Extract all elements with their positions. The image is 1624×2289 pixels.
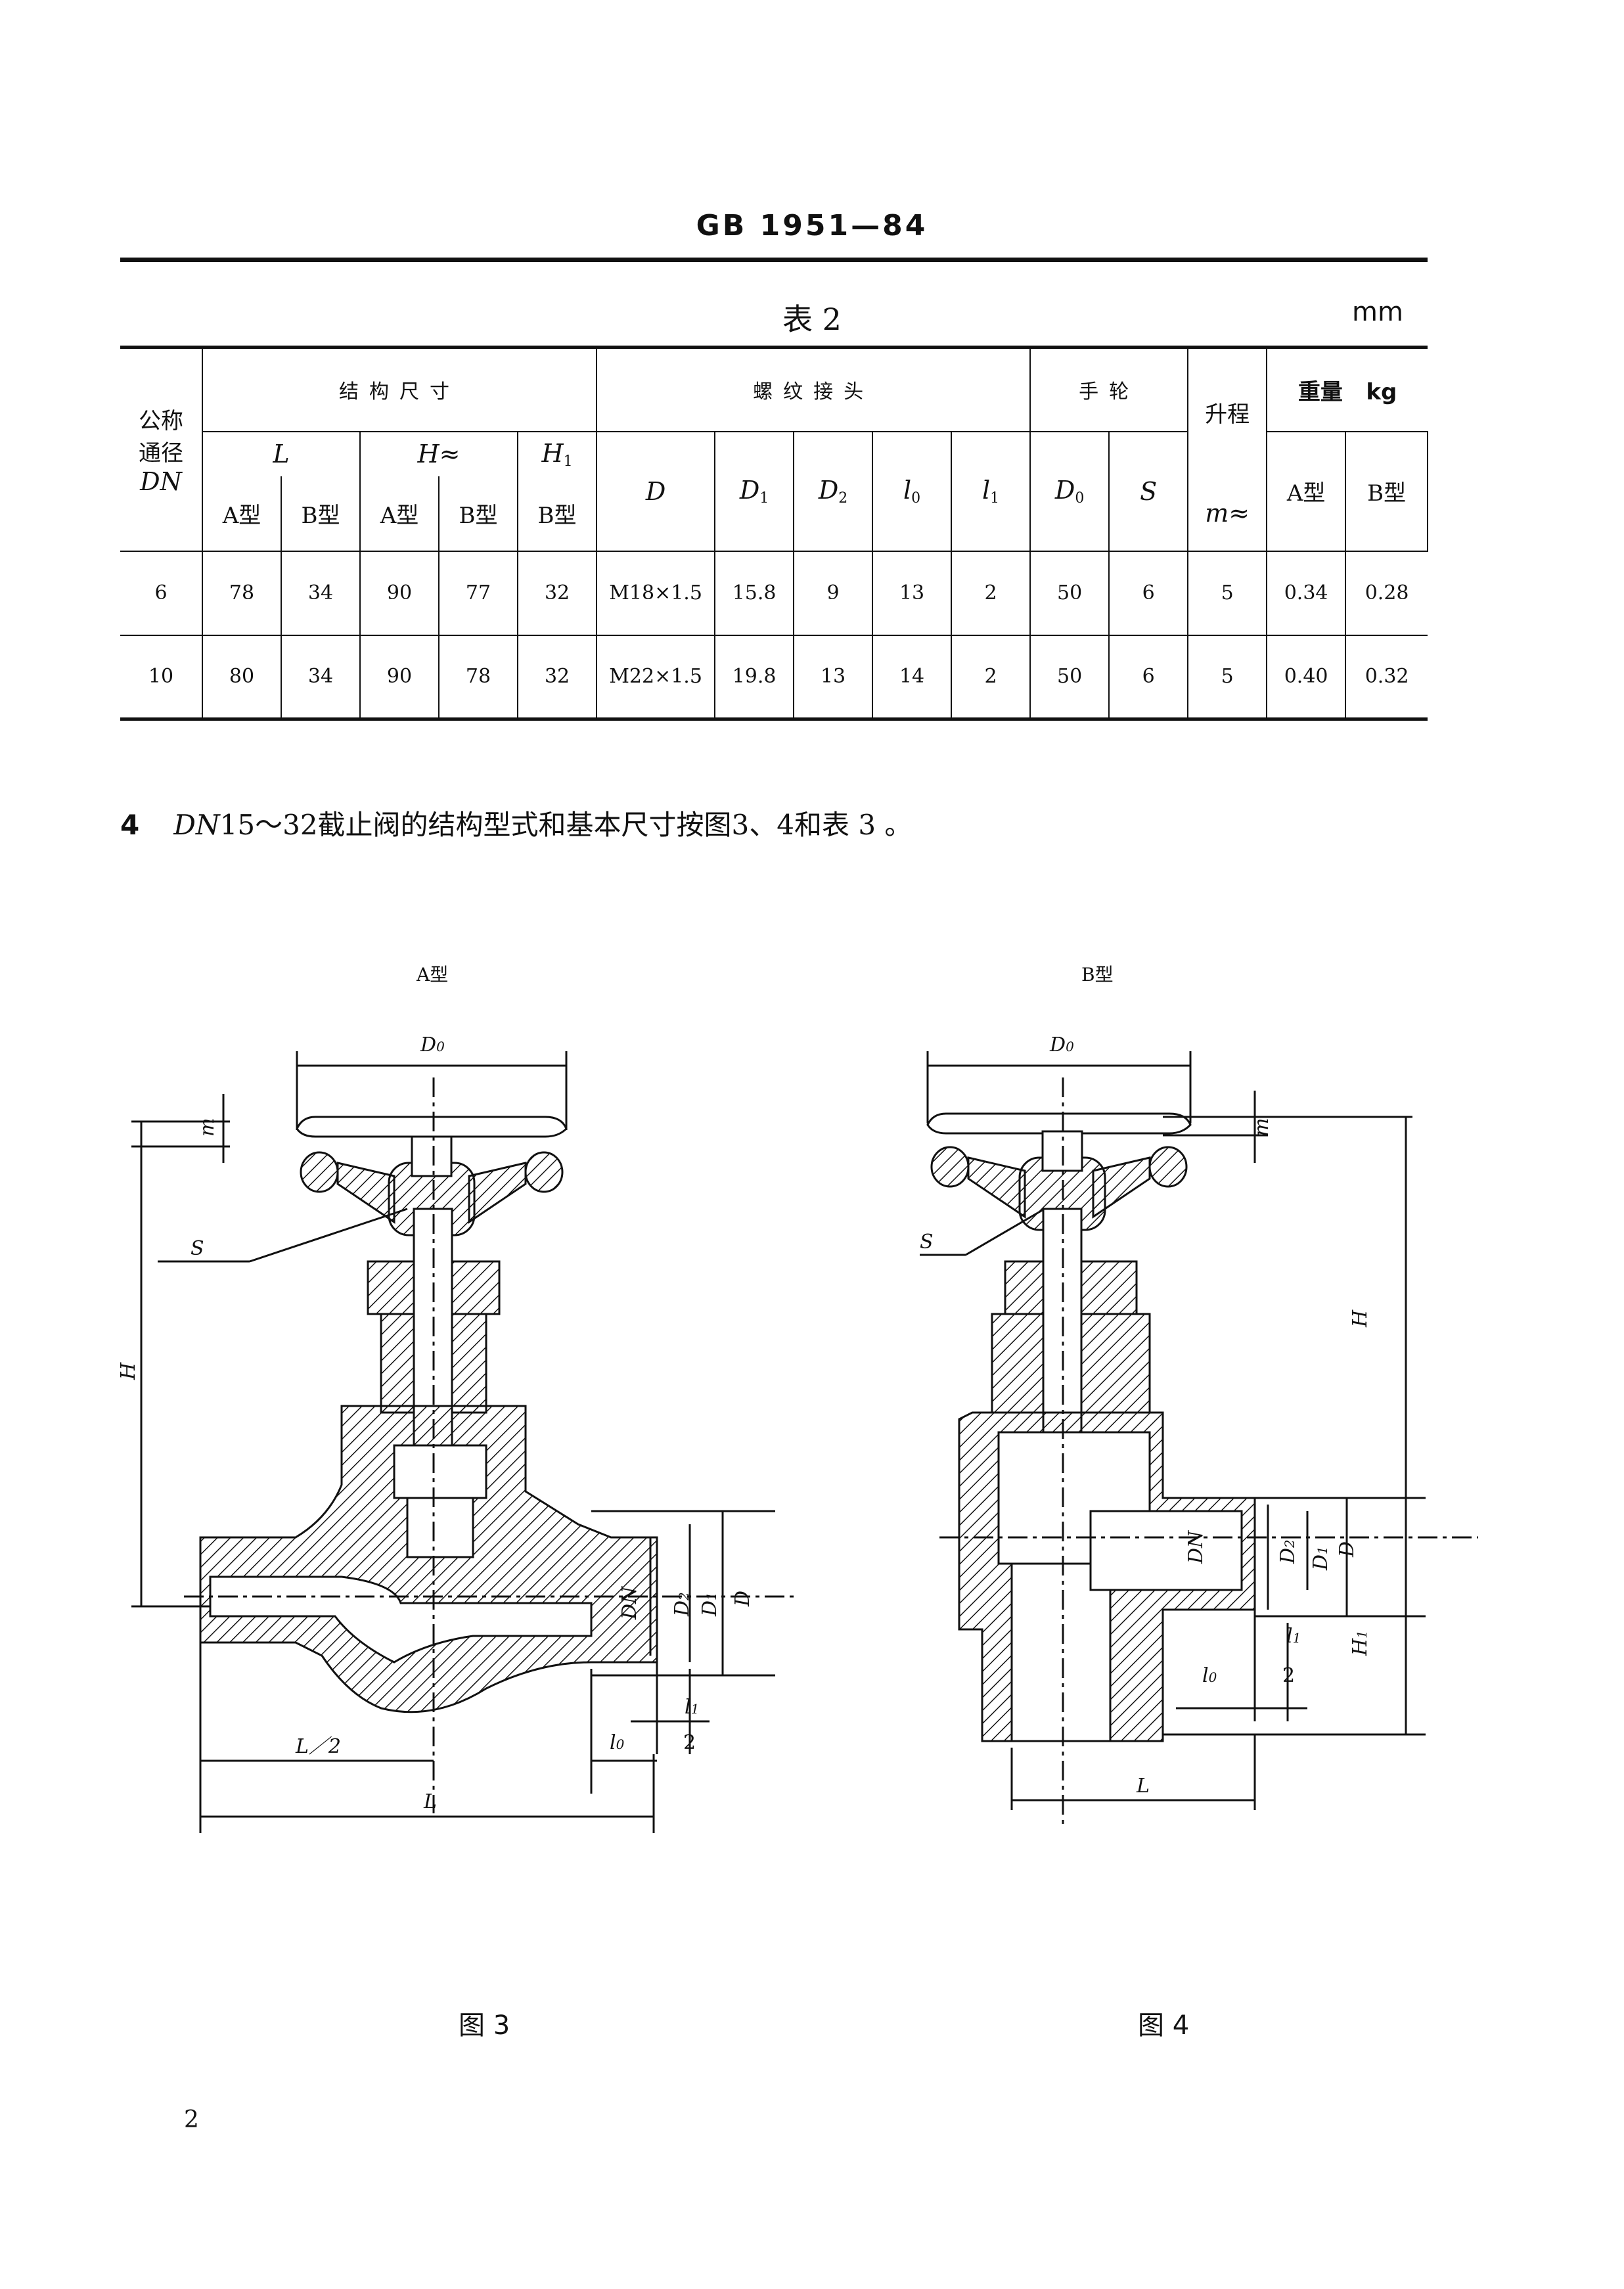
header-thread: 螺纹接头 [596,346,1031,432]
label-two: 2 [683,1731,696,1754]
header-L: L [202,430,361,476]
label-DN: DN [1184,1530,1207,1564]
label-l0: l0 [610,1731,625,1754]
label-S: S [191,1237,204,1260]
label-D: D [1336,1541,1359,1558]
header-D1: D1 [714,430,795,552]
label-H: H [1349,1309,1372,1328]
header-handwheel: 手轮 [1029,346,1189,432]
header-weight-B: B型 [1345,430,1429,552]
header-lift: 升程 [1187,346,1268,476]
label-D1: D1 [1309,1546,1332,1571]
label-L: L [423,1790,437,1813]
label-Lhalf: L／2 [295,1735,341,1758]
header-H-A: A型 [359,476,440,552]
header-S: S [1108,430,1189,552]
label-m: m [196,1118,219,1137]
header-l1: l1 [951,430,1031,552]
spec-table: 公称 通径 DN 结构尺寸 螺纹接头 手轮 升程 重量 kg L H≈ H1 D… [120,346,1429,721]
header-D2: D2 [793,430,874,552]
label-l1: l1 [1286,1625,1301,1648]
header-H: H≈ [359,430,518,476]
figure3-drawing: D0 m S H DN D2 D1 D l1 l0 2 L／2 L [118,1033,795,1833]
header-nominal: 公称 通径 DN [120,346,203,552]
table-unit: mm [1352,297,1403,327]
label-L: L [1136,1775,1150,1798]
header-H1-B: B型 [516,476,598,552]
label-l1: l1 [685,1696,699,1719]
page-number: 2 [184,2106,199,2133]
header-L-A: A型 [202,476,282,552]
header-rule [120,258,1428,262]
label-D2: D2 [671,1592,694,1617]
figure3-caption: 图 3 [459,2010,510,2041]
header-L-B: B型 [281,476,361,552]
header-H-B: B型 [438,476,518,552]
header-structure: 结构尺寸 [201,346,598,432]
header-D0: D0 [1029,430,1110,552]
label-D1: D1 [698,1592,721,1617]
figure4-caption: 图 4 [1138,2010,1190,2041]
header-weight: 重量 kg [1266,346,1428,432]
label-D: D [731,1591,754,1607]
header-m: m≈ [1187,476,1268,552]
label-m: m [1250,1118,1273,1137]
label-H: H [118,1362,140,1380]
label-l0: l0 [1202,1664,1217,1687]
header-weight-A: A型 [1266,430,1346,552]
label-H1: H1 [1349,1630,1372,1656]
label-S: S [920,1231,934,1254]
label-two: 2 [1282,1664,1295,1687]
label-D2: D2 [1276,1539,1299,1564]
header-l0: l0 [872,430,953,552]
figure4-drawing: D0 m S H H1 DN D2 D1 D l1 l0 2 L [920,1033,1478,1826]
header-D: D [596,430,716,552]
figure3-type-label: A型 [417,964,449,986]
header-H1: H1 [516,430,598,476]
label-DN: DN [618,1585,641,1620]
label-D0: D0 [1049,1033,1074,1056]
document-header: GB 1951—84 [696,209,928,242]
table-title: 表 2 [782,302,842,337]
label-D0: D0 [420,1033,445,1056]
figure4-type-label: B型 [1081,964,1114,986]
